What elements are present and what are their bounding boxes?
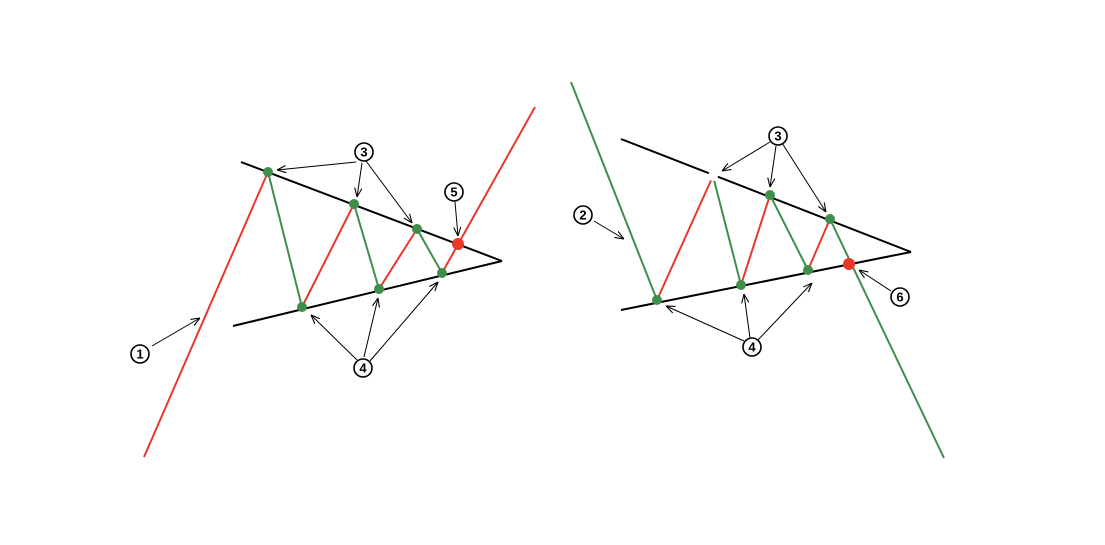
right-triangle-panel: 2 3 4 6 xyxy=(570,81,945,459)
left-lower-boundary xyxy=(232,260,503,327)
callout-3-left: 3 xyxy=(354,142,374,162)
callout-1-label: 1 xyxy=(136,347,143,362)
callout-6-label: 6 xyxy=(896,290,903,305)
left-zig-1 xyxy=(267,171,303,308)
right-zig-3 xyxy=(740,194,771,286)
callout-4-arrow xyxy=(744,294,751,339)
left-upper-touch-point xyxy=(349,199,359,209)
callout-2-label: 2 xyxy=(579,208,586,223)
left-zig-3 xyxy=(353,203,380,290)
callout-5-label: 5 xyxy=(450,185,457,200)
left-zig-4 xyxy=(378,228,418,290)
callout-3-arrow xyxy=(722,141,771,171)
callout-3-arrow xyxy=(365,160,412,223)
callout-3-left-label: 3 xyxy=(360,145,367,160)
left-upper-touch-point xyxy=(412,224,422,234)
callout-5: 5 xyxy=(444,182,464,202)
callout-1: 1 xyxy=(130,344,150,364)
callout-6-arrow xyxy=(859,270,892,292)
right-breakdown-point xyxy=(843,258,855,270)
callout-3-arrow xyxy=(781,142,826,212)
right-zig-5 xyxy=(807,218,831,271)
callout-4-arrow xyxy=(756,283,812,342)
callout-3-arrow xyxy=(357,162,363,197)
right-lower-boundary xyxy=(620,251,912,311)
callout-4-arrow xyxy=(363,298,378,358)
callout-4-right-label: 4 xyxy=(748,340,756,355)
left-zig-5 xyxy=(416,228,443,274)
left-lower-touch-point xyxy=(374,284,384,294)
right-breakdown-line xyxy=(829,218,945,459)
callout-3-arrow xyxy=(277,161,357,170)
callout-1-arrow xyxy=(151,318,200,347)
right-lower-touch-point xyxy=(803,265,813,275)
left-triangle-panel: 1 3 4 5 xyxy=(130,106,536,458)
left-zig-2 xyxy=(301,203,355,308)
callout-4-right: 4 xyxy=(742,337,762,357)
left-uptrend-line xyxy=(143,171,269,458)
callout-5-arrow xyxy=(455,201,458,236)
right-zig-2 xyxy=(712,175,742,286)
callout-6: 6 xyxy=(890,287,910,307)
right-lower-touch-point xyxy=(652,295,662,305)
right-upper-touch-point xyxy=(708,171,718,181)
callout-4-arrow xyxy=(369,282,438,362)
callout-3-right-label: 3 xyxy=(774,129,781,144)
callout-4-left: 4 xyxy=(353,358,373,378)
left-breakout-point xyxy=(452,238,464,250)
callout-4-arrow xyxy=(311,315,358,361)
right-zig-1 xyxy=(656,175,714,301)
callout-3-arrow xyxy=(770,145,777,187)
callout-4-left-label: 4 xyxy=(359,361,367,376)
right-upper-touch-point xyxy=(765,190,775,200)
right-upper-touch-point xyxy=(825,214,835,224)
callout-4-arrow xyxy=(666,306,745,342)
right-downtrend-line xyxy=(570,81,658,301)
left-lower-touch-point xyxy=(437,268,447,278)
callout-3-right: 3 xyxy=(768,126,788,146)
left-upper-touch-point xyxy=(263,167,273,177)
right-zig-4 xyxy=(769,194,809,271)
left-lower-touch-point xyxy=(297,302,307,312)
callout-2: 2 xyxy=(573,205,593,225)
right-lower-touch-point xyxy=(736,280,746,290)
callout-2-arrow xyxy=(593,220,624,239)
